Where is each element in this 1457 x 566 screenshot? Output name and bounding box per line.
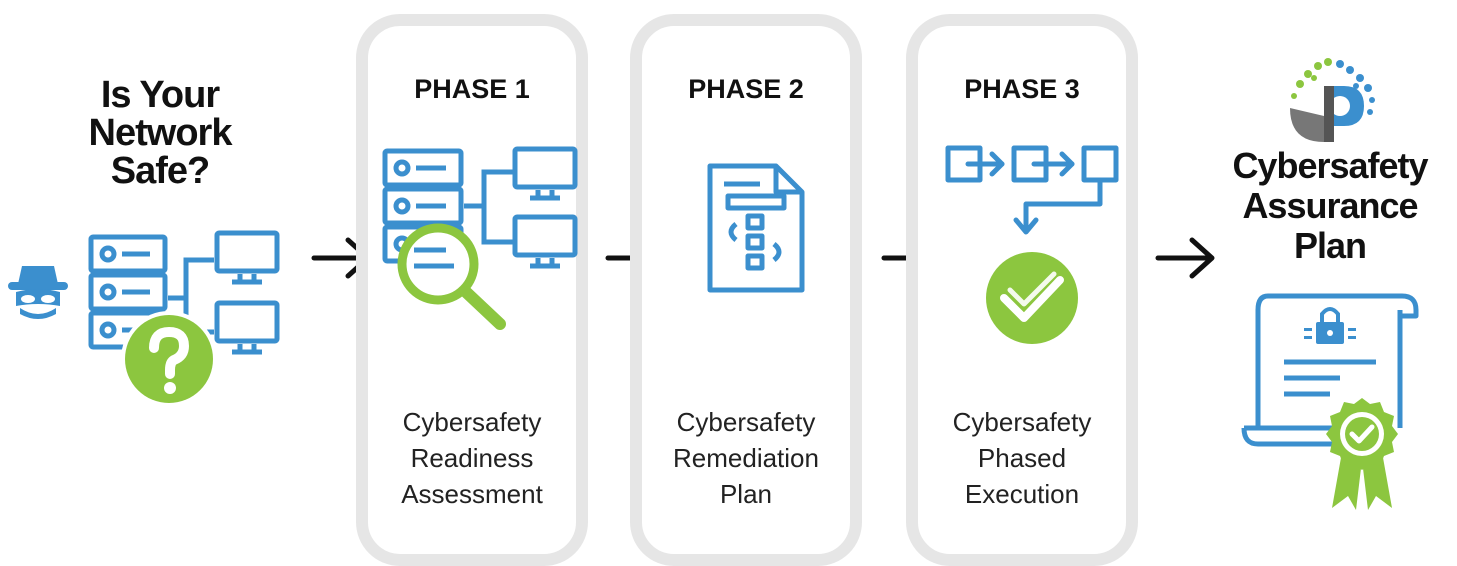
phase-label: PHASE 2 — [688, 74, 804, 104]
phase-description-line: Assessment — [401, 479, 543, 509]
outcome-title: Cybersafety Assurance Plan — [1205, 146, 1455, 266]
phase-description: Cybersafety Readiness Assessment — [368, 404, 576, 512]
monitor-icon — [512, 146, 578, 201]
document-plan-icon — [707, 163, 805, 293]
intro-title-line: Network — [88, 112, 233, 154]
phase-label: PHASE 1 — [414, 74, 530, 104]
intro-title-line: Safe? — [110, 150, 210, 192]
phase-description-line: Readiness — [410, 443, 534, 473]
phase-description-line: Execution — [964, 479, 1080, 509]
monitor-icon — [214, 230, 280, 285]
phase-description: Cybersafety Remediation Plan — [642, 404, 850, 512]
question-badge-icon — [121, 311, 217, 407]
phase-description-line: Cybersafety — [402, 407, 542, 437]
brand-logo-icon — [1290, 58, 1375, 142]
outcome-title-line: Assurance — [1242, 185, 1418, 226]
intro-title-line: Is Your — [100, 74, 220, 116]
phase-description-line: Remediation — [673, 443, 819, 473]
phase-description-line: Cybersafety — [676, 407, 816, 437]
monitor-icon — [512, 214, 578, 269]
phase-description-line: Phased — [977, 443, 1067, 473]
phase-description-line: Cybersafety — [952, 407, 1092, 437]
arrow-right-icon — [1155, 237, 1215, 279]
outcome-title-line: Cybersafety — [1232, 145, 1428, 186]
monitor-icon — [214, 300, 280, 355]
intro-title: Is Your Network Safe? — [40, 76, 280, 190]
outcome-title-line: Plan — [1293, 225, 1367, 266]
network-connector — [464, 169, 514, 245]
phase-1-card: PHASE 1 Cybersafety Readiness Assessment — [356, 14, 588, 566]
cybersafety-process-diagram: Is Your Network Safe? — [8, 14, 1455, 566]
phase-description: Cybersafety Phased Execution — [918, 404, 1126, 512]
spy-icon — [8, 266, 68, 319]
magnifier-icon — [397, 223, 506, 330]
checkmark-badge-icon — [986, 252, 1078, 344]
flow-chart-icon — [945, 145, 1119, 235]
phase-description-line: Plan — [719, 479, 773, 509]
award-ribbon-icon — [1326, 398, 1398, 510]
phase-label: PHASE 3 — [964, 74, 1080, 104]
